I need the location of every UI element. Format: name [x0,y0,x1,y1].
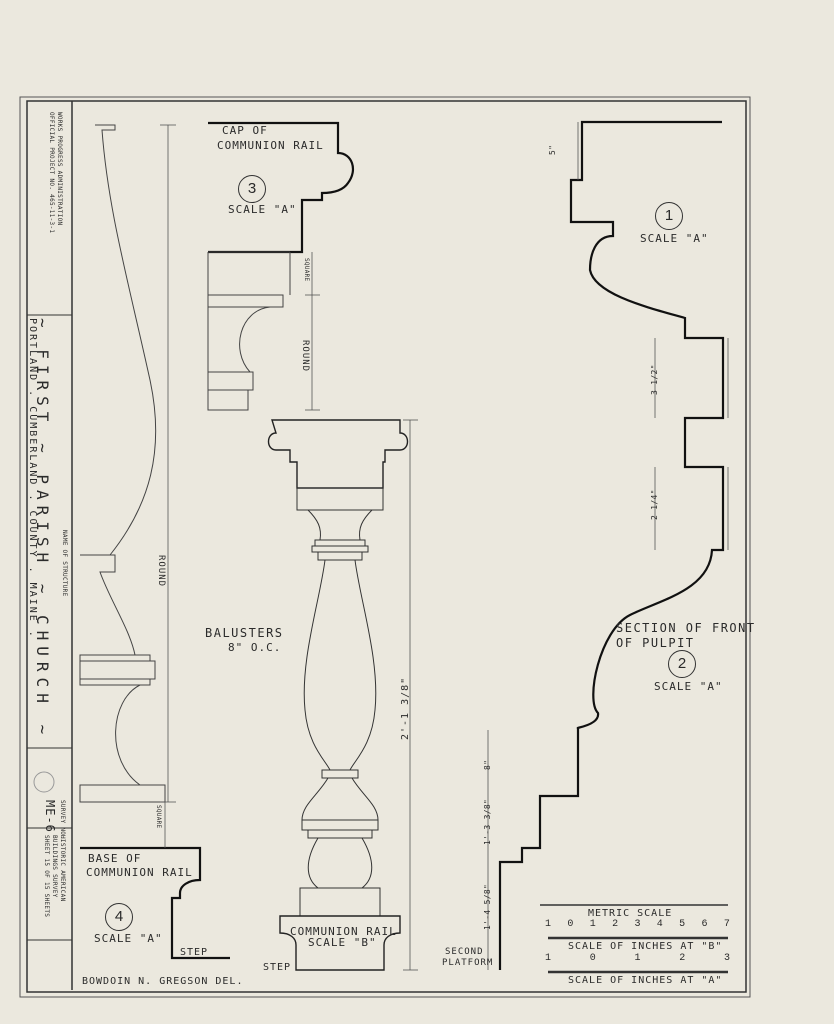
metric-tick: 5 [679,919,686,930]
communion-scale: SCALE "B" [308,936,377,949]
tall-baluster-profile [80,124,157,556]
scale-a-ticks: 1 0 1 2 3 [545,953,730,964]
communion-rail-base [279,915,401,971]
name-of-structure-label: NAME OF STRUCTURE [61,530,68,597]
scale-a-tick: 2 [679,953,686,964]
agency-line-1: WORKS PROGRESS ADMINISTRATION [56,112,63,226]
detail-number-1: 1 [655,202,683,230]
survey-label: SURVEY NO. [59,800,66,840]
metric-tick: 4 [656,919,663,930]
metric-tick: 1 [545,919,552,930]
detail-number-4: 4 [105,903,133,931]
cap-title-1: CAP OF [222,124,268,137]
dim-8: 8" [483,759,492,770]
round-label: ROUND [300,340,310,373]
detail-number-3: 3 [238,175,266,203]
base-scale: SCALE "A" [94,932,163,945]
baluster-body [303,559,377,771]
pulpit-title-2: OF PULPIT [616,636,695,650]
dim-3: 3 1/2" [650,364,659,395]
cap-profile [208,121,355,254]
baluster-cap [267,419,409,489]
metric-ticks: 1 0 1 2 3 4 5 6 7 [545,919,730,930]
step-label-1: STEP [180,947,209,958]
metric-tick: 2 [612,919,619,930]
dim-2: 2 1/4" [650,489,659,520]
square-label: SQUARE [303,258,310,282]
dim-1a: 1'-3 3/8" [483,798,492,845]
metric-tick: 3 [634,919,641,930]
pulpit-profile [498,120,725,970]
scale-b-label: SCALE OF INCHES AT "B" [568,941,723,952]
round-label-2: ROUND [156,555,166,588]
base-profile [80,846,230,960]
metric-tick: 6 [701,919,708,930]
cap-scale: SCALE "A" [228,203,297,216]
step-label-2: STEP [263,962,292,973]
sheet-info: SHEET 15 OF 15 SHEETS [43,835,50,918]
communion-rail-label: COMMUNION RAIL [290,925,397,938]
base-title-1: BASE OF [88,852,142,865]
location: PORTLAND . CUMBERLAND . COUNTY . MAINE . [27,318,38,639]
height-dimension: 2'-1 3/8" [400,676,411,740]
habs-line-1: HISTORIC AMERICAN [59,835,66,902]
habs-line-2: BUILDINGS SURVEY [51,835,58,898]
scale-a-tick: 1 [634,953,641,964]
second-platform-1: SECOND [445,947,484,957]
survey-number: ME-6 [43,800,57,833]
scale-a-label: SCALE OF INCHES AT "A" [568,975,723,986]
scale-a-tick: 3 [723,953,730,964]
cap-title-2: COMMUNION RAIL [217,139,324,152]
section-scale: SCALE "A" [640,232,709,245]
scale-a-tick: 1 [545,953,552,964]
delineator-credit: BOWDOIN N. GREGSON DEL. [82,976,244,987]
square-label-2: SQUARE [155,805,162,829]
metric-tick: 0 [567,919,574,930]
outer-border [19,96,751,998]
inner-border [26,100,747,993]
dim-5: 5" [548,144,557,155]
balusters-label: BALUSTERS [205,626,284,640]
metric-scale-label: METRIC SCALE [588,908,673,919]
pulpit-scale: SCALE "A" [654,680,723,693]
seal-stamp [33,771,55,793]
second-platform-2: PLATFORM [442,958,494,968]
detail-number-2: 2 [668,650,696,678]
agency-line-2: OFFICIAL PROJECT NO. 465-11-3-1 [48,112,55,234]
pulpit-title-1: SECTION OF FRONT [616,621,756,635]
dim-1b: 1'-4 5/8" [483,883,492,930]
metric-tick: 7 [723,919,730,930]
scale-a-tick: 0 [589,953,596,964]
metric-tick: 1 [589,919,596,930]
balusters-spacing: 8" O.C. [228,641,282,654]
base-title-2: COMMUNION RAIL [86,866,193,879]
